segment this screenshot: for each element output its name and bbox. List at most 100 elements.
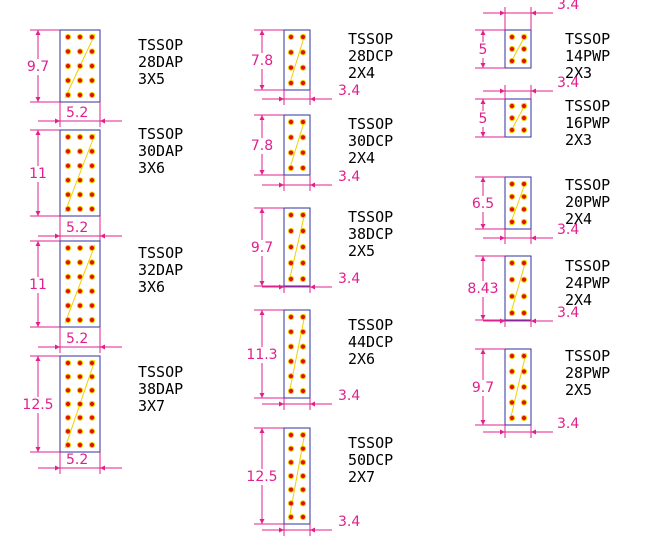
- pad-via: [287, 459, 295, 466]
- pad-via: [508, 399, 516, 406]
- value-backing: [249, 138, 275, 154]
- pad-via: [287, 227, 295, 235]
- width-value: 3.4: [557, 416, 579, 432]
- label-line: 28DAP: [138, 53, 183, 71]
- pad-via: [64, 373, 72, 380]
- pad-via: [88, 148, 96, 155]
- dimension-arrowhead: [500, 88, 505, 94]
- pad-via: [520, 193, 528, 200]
- dimension-arrowhead: [310, 284, 315, 290]
- pad-via: [88, 441, 96, 449]
- label-line: 16PWP: [565, 114, 610, 132]
- dimension-arrowhead: [500, 318, 505, 324]
- pad-via: [76, 428, 84, 435]
- pad-via: [88, 77, 96, 84]
- pad-via: [299, 243, 307, 251]
- height-value: 5: [479, 42, 488, 58]
- pad-via: [76, 259, 84, 266]
- dimension-arrowhead: [100, 233, 105, 239]
- height-dimension: 9.7: [25, 29, 60, 103]
- dimension-arrowhead: [480, 30, 486, 35]
- width-dimension: 5.2: [38, 102, 122, 127]
- pad-via: [76, 191, 84, 198]
- dimension-arrowhead: [531, 318, 536, 324]
- pad-via: [287, 358, 295, 365]
- height-dimension: 9.7: [470, 348, 505, 426]
- pad-diagonal: [64, 133, 96, 213]
- pad-via: [287, 387, 295, 395]
- pad-via: [64, 359, 72, 367]
- pad-via: [287, 243, 295, 251]
- pad-via: [88, 91, 96, 99]
- value-backing: [21, 397, 55, 413]
- label-line: 3X7: [138, 397, 165, 415]
- value-backing: [477, 111, 489, 127]
- height-dimension: 12.5: [245, 427, 284, 525]
- width-value: 3.4: [557, 0, 579, 13]
- label-line: 2X7: [348, 468, 375, 486]
- pad-diagonal: [509, 259, 527, 317]
- pad-via: [508, 259, 516, 267]
- pad-via: [287, 49, 295, 56]
- pad-via: [64, 133, 72, 141]
- label-line: 2X5: [565, 381, 592, 399]
- height-dimension: 6.5: [470, 176, 505, 230]
- dimension-arrowhead: [279, 401, 284, 407]
- pad-via: [520, 33, 528, 41]
- dimension-arrowhead: [259, 85, 265, 90]
- pad-via: [520, 383, 528, 391]
- dimension-arrowhead: [500, 10, 505, 16]
- width-dimension: 3.4: [262, 271, 360, 293]
- pad-via: [64, 244, 72, 252]
- pad-via: [508, 414, 516, 422]
- pad-via: [76, 133, 84, 141]
- label-line: 28DCP: [348, 47, 393, 65]
- width-dimension: 3.4: [483, 416, 579, 438]
- width-value: 5.2: [66, 220, 88, 236]
- label-line: 3X5: [138, 70, 165, 88]
- dimension-arrowhead: [279, 527, 284, 533]
- label-line: TSSOP: [138, 363, 183, 381]
- pad-via: [520, 276, 528, 283]
- pad-via: [299, 149, 307, 156]
- pad-via: [287, 79, 295, 87]
- pad-via: [508, 206, 516, 213]
- pad-via: [287, 431, 295, 439]
- pad-via: [287, 328, 295, 335]
- width-dimension: 3.4: [262, 83, 360, 105]
- width-value: 3.4: [557, 222, 579, 238]
- height-value: 8.43: [467, 281, 498, 297]
- pad-via: [299, 49, 307, 56]
- value-backing: [245, 347, 279, 363]
- pad-via: [508, 293, 516, 300]
- pad-via: [287, 472, 295, 480]
- pad-via: [508, 218, 516, 226]
- pad-via: [64, 177, 72, 184]
- height-dimension: 11: [28, 129, 60, 217]
- label-line: 20PWP: [565, 193, 610, 211]
- pad-via: [520, 180, 528, 188]
- pad-via: [287, 373, 295, 380]
- width-value: 3.4: [338, 271, 360, 287]
- value-backing: [28, 166, 48, 182]
- height-value: 5: [479, 111, 488, 127]
- pad-via: [520, 414, 528, 422]
- pad-via: [520, 114, 528, 122]
- dimension-arrowhead: [35, 356, 41, 361]
- value-backing: [466, 281, 500, 297]
- pad-via: [76, 288, 84, 295]
- height-value: 9.7: [251, 240, 273, 256]
- pad-via: [299, 118, 307, 126]
- dimension-arrowhead: [35, 241, 41, 246]
- pad-via: [299, 275, 307, 283]
- pad-via: [299, 431, 307, 439]
- pad-via: [88, 177, 96, 184]
- width-value: 3.4: [338, 169, 360, 185]
- height-value: 12.5: [22, 397, 53, 413]
- pad-array: [64, 244, 96, 324]
